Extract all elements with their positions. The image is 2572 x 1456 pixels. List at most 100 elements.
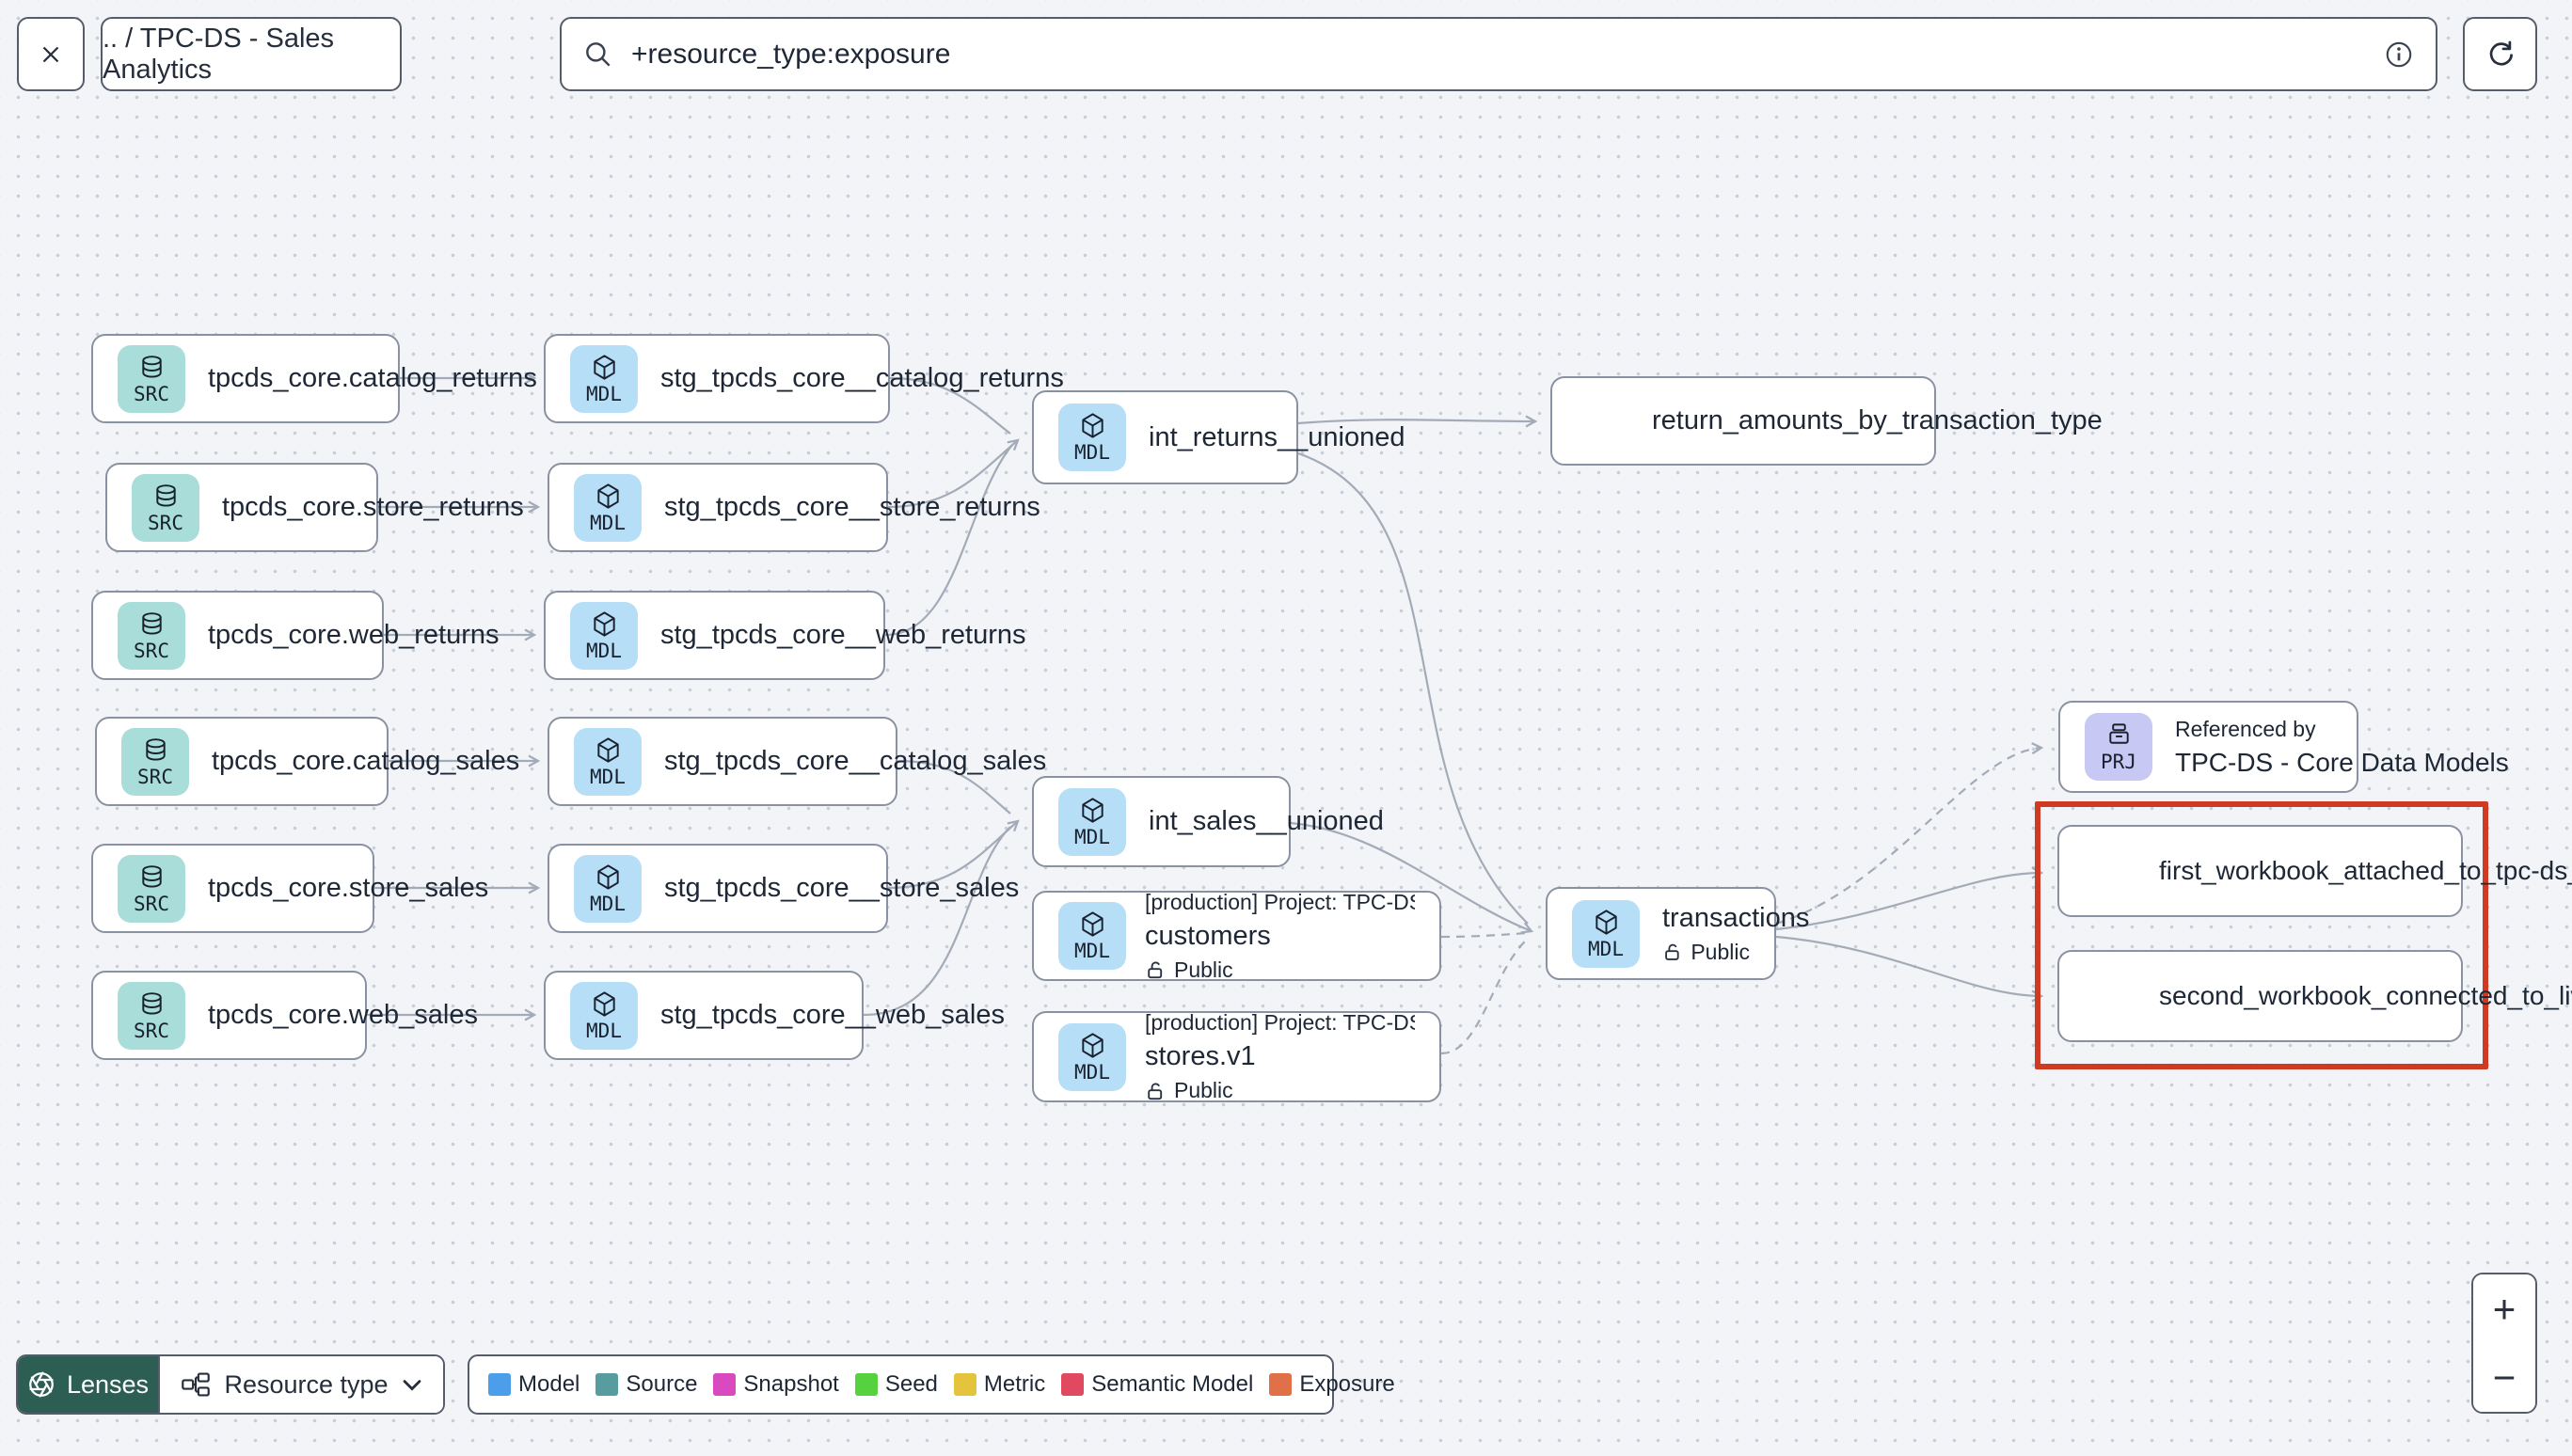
- node-tpcds_core.catalog_returns[interactable]: SRC tpcds_core.catalog_returns: [91, 334, 537, 423]
- node-stg_tpcds_core__store_sales[interactable]: MDL stg_tpcds_core__store_sales: [548, 844, 1019, 933]
- close-button[interactable]: [17, 17, 85, 91]
- legend-item-exposure: Exposure: [1269, 1371, 1395, 1398]
- source-badge: SRC: [118, 601, 185, 670]
- model-badge: MDL: [570, 981, 638, 1050]
- badge-caption: MDL: [590, 511, 626, 534]
- lenses-button[interactable]: Lenses: [18, 1356, 158, 1413]
- node-first_workbook[interactable]: first_workbook_attached_to_tpc-ds_-_…: [2057, 825, 2572, 917]
- project-line: [production] Project: TPC-DS - Core Data…: [1145, 1010, 1415, 1035]
- cube-icon: [594, 863, 623, 892]
- node-label: first_workbook_attached_to_tpc-ds_-_…: [2159, 856, 2572, 885]
- model-badge: MDL: [574, 727, 642, 796]
- node-int_sales__unioned[interactable]: MDL int_sales__unioned: [1032, 776, 1384, 867]
- database-icon: [137, 609, 167, 639]
- legend-item-semantic-model: Semantic Model: [1061, 1371, 1253, 1398]
- database-icon: [137, 989, 167, 1019]
- zoom-out-button[interactable]: −: [2473, 1343, 2535, 1412]
- model-badge: MDL: [1058, 787, 1126, 856]
- badge-caption: MDL: [590, 765, 626, 788]
- badge-caption: SRC: [148, 511, 183, 534]
- node-label: int_sales__unioned: [1149, 806, 1384, 836]
- node-return_amounts_by_transaction_type[interactable]: return_amounts_by_transaction_type: [1550, 376, 2103, 466]
- search-icon: [582, 39, 614, 71]
- legend-label: Exposure: [1299, 1371, 1395, 1397]
- legend-item-seed: Seed: [854, 1371, 938, 1398]
- legend-label: Seed: [884, 1371, 938, 1397]
- node-transactions[interactable]: MDL transactions Public: [1546, 887, 1810, 980]
- node-tpcds_core.store_sales[interactable]: SRC tpcds_core.store_sales: [91, 844, 488, 933]
- node-label: return_amounts_by_transaction_type: [1652, 405, 2103, 435]
- resource-type-label: Resource type: [224, 1369, 389, 1399]
- badge-caption: MDL: [1074, 940, 1110, 963]
- legend-item-model: Model: [488, 1371, 579, 1398]
- badge-caption: SRC: [134, 639, 169, 662]
- legend-label: Model: [518, 1371, 580, 1397]
- badge-caption: SRC: [134, 892, 169, 915]
- legend: Model Source Snapshot Seed Metric Semant…: [468, 1354, 1395, 1415]
- legend-item-metric: Metric: [953, 1371, 1046, 1398]
- legend-label: Source: [626, 1371, 698, 1397]
- cube-icon: [594, 736, 623, 765]
- legend-swatch: [1061, 1373, 1085, 1396]
- breadcrumb-label: .. / TPC-DS - Sales Analytics: [103, 23, 335, 85]
- cube-icon: [1592, 908, 1621, 937]
- badge-caption: MDL: [590, 892, 626, 915]
- access-row: Public: [1145, 957, 1415, 983]
- node-tpcds_core.catalog_sales[interactable]: SRC tpcds_core.catalog_sales: [95, 717, 519, 806]
- model-badge: MDL: [1572, 899, 1640, 968]
- node-stg_tpcds_core__store_returns[interactable]: MDL stg_tpcds_core__store_returns: [548, 463, 1040, 552]
- access-row: Public: [1145, 1078, 1415, 1103]
- model-badge: MDL: [1058, 404, 1126, 471]
- resource-type-dropdown[interactable]: Resource type: [158, 1356, 443, 1413]
- node-int_returns__unioned[interactable]: MDL int_returns__unioned: [1032, 390, 1405, 484]
- node-stg_tpcds_core__catalog_returns[interactable]: MDL stg_tpcds_core__catalog_returns: [544, 334, 1064, 423]
- node-label: int_returns__unioned: [1149, 421, 1405, 452]
- access-row: Public: [1662, 940, 1750, 965]
- cube-icon: [1078, 796, 1107, 825]
- badge-caption: MDL: [1588, 937, 1624, 960]
- node-label: customers: [1145, 920, 1271, 951]
- node-stg_tpcds_core__web_returns[interactable]: MDL stg_tpcds_core__web_returns: [544, 591, 1026, 680]
- tableau-icon: [2084, 845, 2136, 897]
- refresh-icon: [2484, 38, 2517, 71]
- legend-item-snapshot: Snapshot: [713, 1371, 839, 1398]
- unlock-icon: [1145, 959, 1166, 980]
- lens-control-group: Lenses Resource type: [16, 1354, 445, 1415]
- zoom-in-button[interactable]: +: [2473, 1274, 2535, 1343]
- node-label: stg_tpcds_core__catalog_sales: [664, 746, 1047, 776]
- node-label: stores.v1: [1145, 1041, 1256, 1071]
- node-stg_tpcds_core__web_sales[interactable]: MDL stg_tpcds_core__web_sales: [544, 971, 1005, 1060]
- legend-swatch: [595, 1373, 619, 1396]
- legend-swatch: [713, 1373, 737, 1396]
- node-label: stg_tpcds_core__store_returns: [664, 492, 1040, 522]
- node-label: tpcds_core.store_sales: [208, 873, 489, 903]
- referenced-by-label: Referenced by: [2175, 716, 2316, 741]
- badge-caption: MDL: [586, 382, 622, 405]
- legend-label: Metric: [983, 1371, 1046, 1397]
- badge-caption: MDL: [1074, 1060, 1110, 1084]
- node-second_workbook[interactable]: second_workbook_connected_to_live…: [2057, 950, 2572, 1042]
- zoom-controls: + −: [2471, 1273, 2537, 1414]
- node-stg_tpcds_core__catalog_sales[interactable]: MDL stg_tpcds_core__catalog_sales: [548, 717, 1046, 806]
- refresh-button[interactable]: [2463, 17, 2537, 91]
- breadcrumb[interactable]: .. / TPC-DS - Sales Analytics: [101, 17, 402, 91]
- cube-icon: [594, 482, 623, 511]
- info-icon[interactable]: [2383, 39, 2415, 71]
- tableau-icon: [1577, 395, 1629, 448]
- search-input[interactable]: [629, 37, 2368, 71]
- badge-caption: MDL: [586, 639, 622, 662]
- node-label: tpcds_core.catalog_returns: [208, 363, 537, 393]
- badge-caption: MDL: [1074, 825, 1110, 848]
- node-stores.v1[interactable]: MDL [production] Project: TPC-DS - Core …: [1032, 1010, 1441, 1103]
- legend-swatch: [953, 1373, 976, 1396]
- node-tpcds_core.web_returns[interactable]: SRC tpcds_core.web_returns: [91, 591, 500, 680]
- selection-highlight-box: [2035, 801, 2488, 1069]
- model-badge: MDL: [574, 854, 642, 923]
- node-label: transactions: [1662, 902, 1810, 933]
- legend-label: Semantic Model: [1091, 1371, 1254, 1397]
- node-customers[interactable]: MDL [production] Project: TPC-DS - Core …: [1032, 890, 1441, 983]
- node-tpcds_core.web_sales[interactable]: SRC tpcds_core.web_sales: [91, 971, 478, 1060]
- node-referenced-by-project[interactable]: PRJ Referenced by TPC-DS - Core Data Mod…: [2058, 701, 2509, 793]
- node-tpcds_core.store_returns[interactable]: SRC tpcds_core.store_returns: [105, 463, 524, 552]
